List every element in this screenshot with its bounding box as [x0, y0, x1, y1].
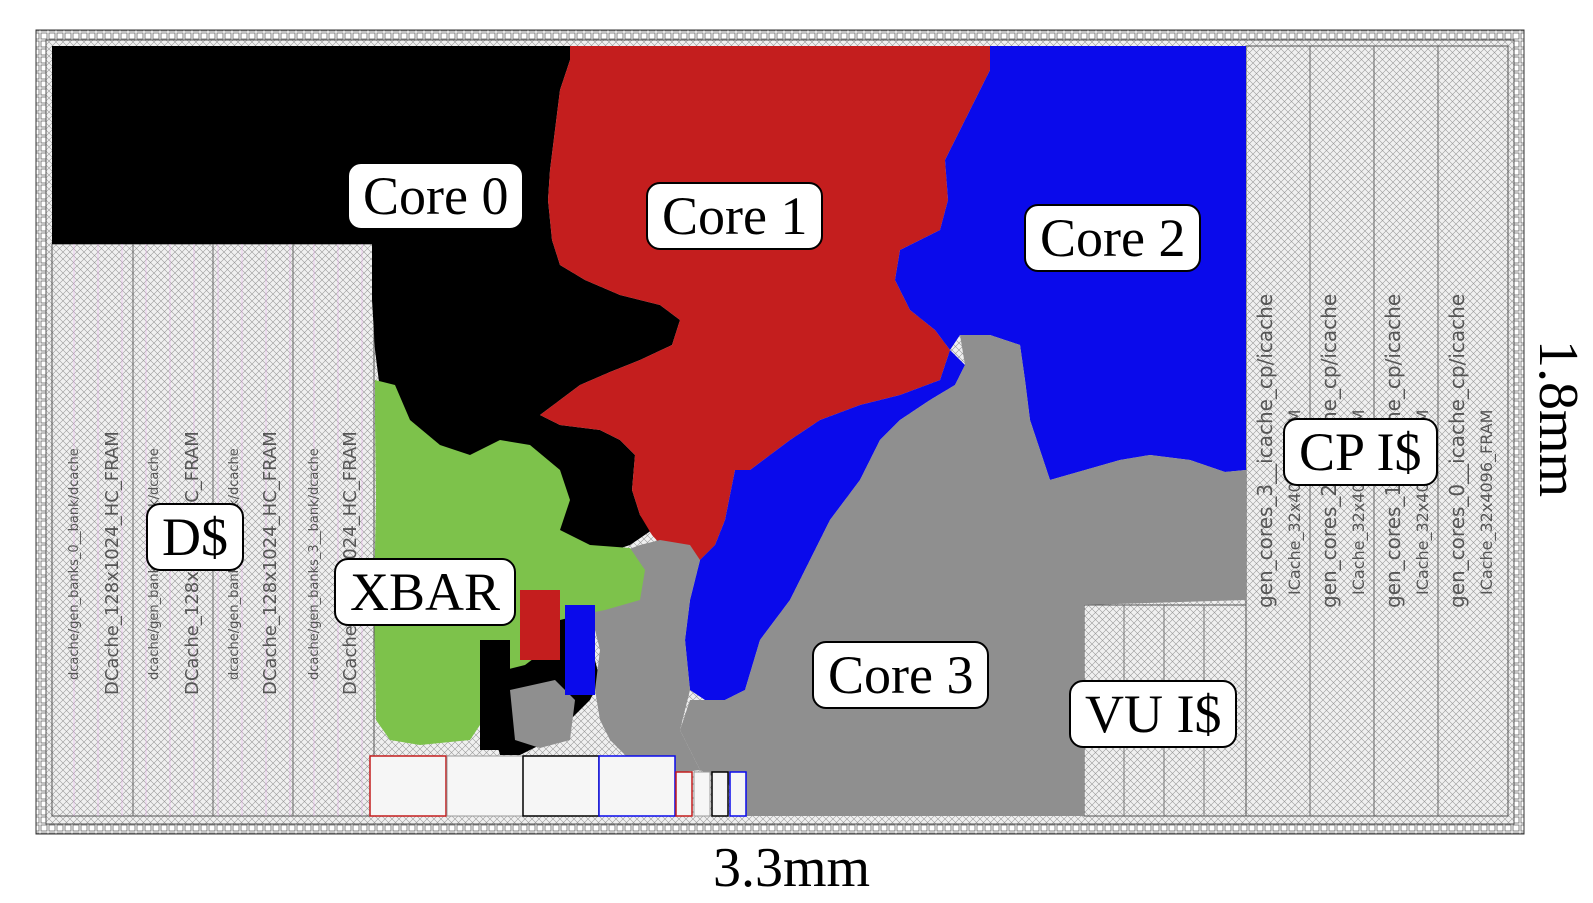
label-core3: Core 3: [812, 641, 990, 709]
icache-core0-type: ICache_32x4096_FRAM: [1477, 410, 1497, 595]
core2-region-lower: [685, 350, 965, 700]
label-core2: Core 2: [1024, 204, 1202, 272]
icache-core0-path: gen_cores_0__icache_cp/icache: [1445, 294, 1469, 608]
dcache-bank-2-type: DCache_128x1024_HC_FRAM: [260, 431, 281, 695]
dcache-bank-0-path: dcache/gen_banks_0__bank/dcache: [67, 448, 82, 680]
core1-region: [540, 46, 990, 560]
xbar-mix-black: [480, 640, 510, 750]
label-xbar: XBAR: [334, 558, 517, 626]
bottom-macro-strip: [369, 755, 747, 817]
label-cp-icache: CP I$: [1283, 418, 1438, 486]
icache-core3-path: gen_cores_3__icache_cp/icache: [1253, 294, 1277, 608]
height-dimension: 1.8mm: [1527, 340, 1589, 498]
label-core0: Core 0: [347, 162, 525, 230]
dcache-bank-0-type: DCache_128x1024_HC_FRAM: [102, 431, 123, 695]
label-core1: Core 1: [646, 182, 824, 250]
core3-region-bottom: [510, 680, 575, 748]
xbar-mix-red: [520, 590, 560, 660]
width-dimension: 3.3mm: [713, 837, 871, 899]
label-vu-icache: VU I$: [1069, 680, 1238, 748]
xbar-mix-blue: [565, 605, 595, 695]
dcache-bank-3-path: dcache/gen_banks_3__bank/dcache: [307, 448, 322, 680]
label-dcache: D$: [146, 503, 244, 571]
